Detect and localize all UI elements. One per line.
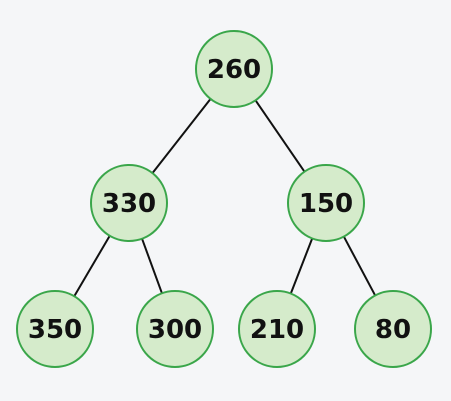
tree-node: 260 [195,30,273,108]
node-circle [90,164,168,242]
node-circle [136,290,214,368]
tree-node: 150 [287,164,365,242]
node-circle [16,290,94,368]
node-label: 350 [28,315,82,345]
node-circle [354,290,432,368]
node-circle [238,290,316,368]
nodes-layer: 260 330 150 350 300 210 80 [16,30,432,368]
edges-layer [73,98,377,297]
node-label: 300 [148,315,202,345]
node-label: 150 [299,189,353,219]
tree-node: 330 [90,164,168,242]
edge-n2-n5 [289,238,314,294]
node-label: 210 [250,315,304,345]
tree-node: 80 [354,290,432,368]
edge-n1-n3 [73,235,111,297]
edge-n0-n1 [151,98,212,174]
edge-n0-n2 [254,99,306,173]
tree-node: 210 [238,290,316,368]
node-label: 80 [375,315,411,345]
node-circle [195,30,273,108]
node-circle [287,164,365,242]
edge-n1-n4 [141,238,163,294]
edge-n2-n6 [342,236,377,296]
node-label: 260 [207,55,261,85]
tree-node: 350 [16,290,94,368]
tree-node: 300 [136,290,214,368]
node-label: 330 [102,189,156,219]
